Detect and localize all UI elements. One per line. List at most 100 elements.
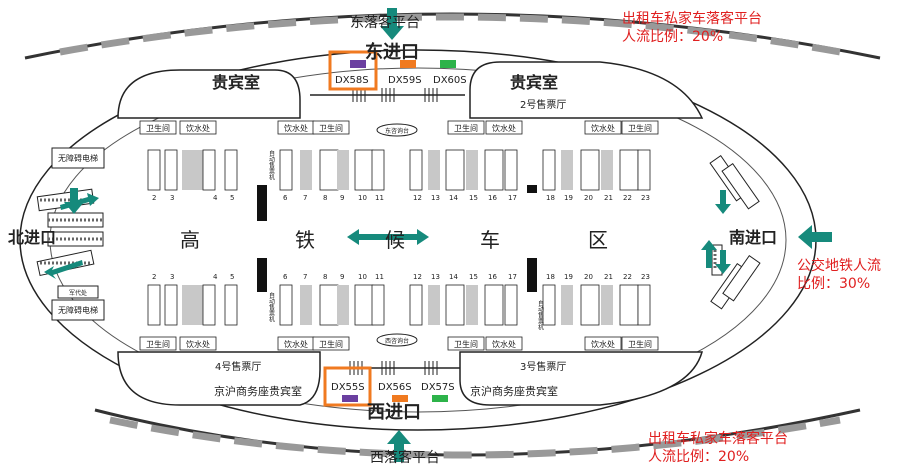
note-bottom-right-line1: 出租车私家车落客平台 [648,431,788,447]
seat-block-bottom-2-3 [466,285,478,325]
platform-number-top-4: 4 [213,194,218,202]
seat-block-top-3-4 [619,149,639,191]
platform-number-top-20: 20 [584,194,593,202]
platform-number-top-21: 21 [604,194,613,202]
vip-room-right-bottom [459,351,703,406]
note-bottom-right: 出租车私家车落客平台 人流比例：20% [648,430,788,466]
seat-block-bottom-1-0 [279,284,293,326]
elevator-box-bottom [51,299,105,321]
hall-char-2: 候 [385,228,405,252]
note-top-right-line2: 人流比例：20% [622,29,724,45]
vip-room-left-label: 贵宾室 [212,73,260,92]
platform-number-top-16: 16 [488,194,497,202]
business-vip-right-label: 京沪商务座贵宾室 [470,384,558,398]
platform-number-top-23: 23 [641,194,650,202]
facility-water-1 [179,120,217,135]
platform-number-bottom-6: 6 [283,273,288,281]
facility-water-2-label: 饮水处 [284,123,308,133]
facility-water-5 [485,120,523,135]
note-right-line1: 公交地铁人流 [797,258,881,274]
platform-number-bottom-14: 14 [449,273,458,281]
gate-marker-green-bottom [432,395,448,402]
ticket-hall-3-label: 3号售票厅 [520,360,566,373]
seat-block-bottom-1-3 [337,285,349,325]
facility-toilet-0 [139,120,177,135]
ticket-hall-2-label: 2号售票厅 [520,98,566,111]
facility-toilet-4-label: 卫生间 [454,123,478,133]
outer-arc-top-dashes [59,13,841,56]
facility-water-13-label: 饮水处 [492,339,516,349]
facility-water-14 [584,336,622,351]
platform-number-bottom-7: 7 [303,273,307,281]
note-right-line2: 比例：30% [797,276,871,292]
seat-block-top-2-1 [428,150,440,190]
elevator-top-label: 无障碍电梯 [58,153,98,163]
north-entrance-label: 北进口 [8,228,56,247]
seat-block-top-0-1 [164,149,178,191]
hall-char-1: 铁 [295,228,315,252]
facility-toilet-7-label: 卫生间 [628,123,652,133]
seat-block-top-2-3 [466,150,478,190]
platform-number-top-11: 11 [375,194,384,202]
gate-bars-top [352,88,438,102]
platform-number-bottom-11: 11 [375,273,384,281]
facility-toilet-11 [312,336,350,351]
platform-number-bottom-18: 18 [546,273,555,281]
arrow-right-up [701,240,717,268]
platform-number-bottom-12: 12 [413,273,422,281]
gate-marker-purple-bottom [342,395,358,402]
seat-block-top-1-4 [354,149,374,191]
vip-room-right-label: 贵宾室 [510,73,558,92]
arrow-west-up [387,430,411,462]
gate-label-bottom-DX55S: DX55S [331,382,365,393]
note-top-right: 出租车私家车落客平台 人流比例：20% [622,10,762,46]
facility-toilet-8-label: 卫生间 [146,339,170,349]
elevator-bottom-label: 无障碍电梯 [58,305,98,315]
vip-room-left-bottom [117,351,321,406]
west-entrance-label: 西进口 [367,402,421,423]
highlight-box-dx58s [328,50,378,91]
facility-toilet-15-label: 卫生间 [628,339,652,349]
platform-number-bottom-8: 8 [323,273,327,281]
seat-block-bottom-3-3 [601,285,613,325]
arrow-south-left [798,225,832,249]
facility-toilet-8 [139,336,177,351]
facility-water-6 [584,120,622,135]
platform-number-bottom-23: 23 [641,273,650,281]
business-vip-left-label: 京沪商务座贵宾室 [214,384,302,398]
platform-number-bottom-16: 16 [488,273,497,281]
seat-block-bottom-1-2 [319,284,339,326]
gate-label-bottom-DX57S: DX57S [421,382,455,393]
seat-block-bottom-2-5 [504,284,518,326]
west-info-desk [376,333,418,347]
seat-block-bottom-1-4 [354,284,374,326]
facility-water-5-label: 饮水处 [492,123,516,133]
platform-number-bottom-10: 10 [358,273,367,281]
seat-block-bottom-1-5 [371,284,385,326]
arrow-right-down-bottom [715,250,731,274]
platform-number-bottom-20: 20 [584,273,593,281]
east-info-desk [376,123,418,137]
platform-number-top-6: 6 [283,194,288,202]
east-drop-platform-label: 东落客平台 [350,14,420,31]
hall-char-0: 高 [180,228,200,252]
note-bottom-right-line2: 人流比例：20% [648,449,750,465]
seat-block-bottom-0-0 [147,284,161,326]
seat-block-top-0-3 [202,149,216,191]
platform-number-top-8: 8 [323,194,327,202]
service-box-left [57,285,99,299]
facility-toilet-3-label: 卫生间 [319,123,343,133]
facility-toilet-11-label: 卫生间 [319,339,343,349]
seat-block-bottom-2-2 [445,284,465,326]
platform-number-top-18: 18 [546,194,555,202]
ticket-hall-4-label: 4号售票厅 [215,360,261,373]
gate-label-top-DX59S: DX59S [388,75,422,86]
seat-block-top-2-2 [445,149,465,191]
arrows [44,8,832,462]
vending-machine-right [527,258,537,292]
seat-block-top-0-4 [224,149,238,191]
vending-top-label: 自动售票机 [268,149,275,181]
facility-toilet-15 [621,336,659,351]
